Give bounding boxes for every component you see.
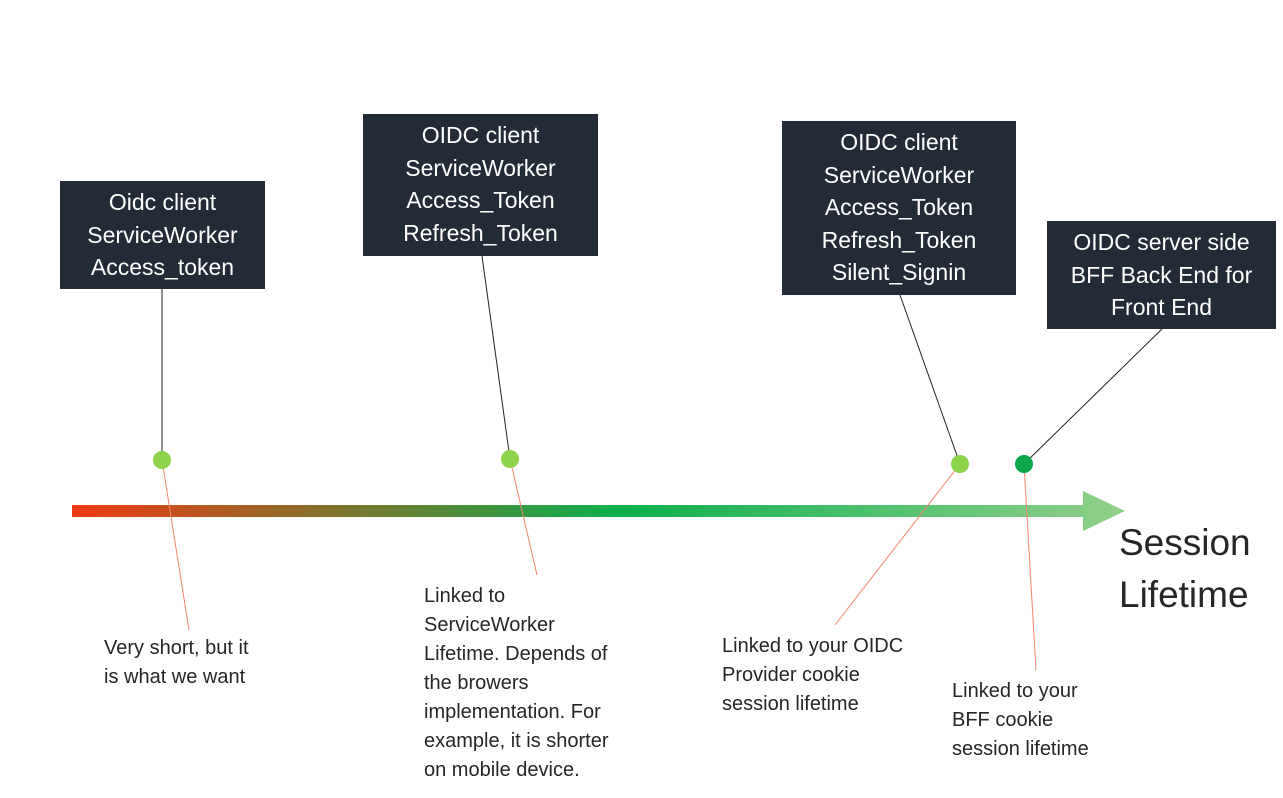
- box-line: Access_Token: [824, 194, 974, 220]
- timeline-dot-3: [951, 455, 969, 473]
- timeline-arrow-shaft: [72, 505, 1087, 517]
- box-line: Refresh_Token: [821, 226, 977, 253]
- box-line: ServiceWorker: [87, 221, 238, 248]
- timeline-arrow-head: [1083, 491, 1125, 531]
- box-line: Access_Token: [406, 187, 555, 213]
- note-line: is what we want: [104, 666, 246, 688]
- box-oidc-client-refresh-token: OIDC client ServiceWorker Access_Token R…: [363, 114, 598, 256]
- note-line: Linked to your: [952, 680, 1078, 702]
- box-line: ServiceWorker: [405, 154, 556, 181]
- note-line: on mobile device.: [424, 759, 580, 781]
- axis-title-line: Lifetime: [1119, 574, 1249, 615]
- callout-line-box-2: [481, 255, 511, 460]
- timeline-dot-1: [153, 451, 171, 469]
- note-very-short: Very short, but it is what we want: [104, 634, 249, 692]
- box-line: OIDC client: [840, 129, 958, 155]
- note-line: example, it is shorter: [424, 730, 609, 752]
- box-oidc-server-side-bff: OIDC server side BFF Back End for Front …: [1047, 221, 1276, 329]
- axis-title-line: Session: [1119, 522, 1251, 563]
- box-line: OIDC client: [421, 122, 540, 148]
- callout-line-note-3: [834, 463, 961, 626]
- callout-line-note-1: [161, 459, 190, 631]
- note-line: implementation. For: [424, 701, 601, 723]
- note-line: session lifetime: [952, 738, 1089, 760]
- note-oidc-provider-cookie: Linked to your OIDC Provider cookie sess…: [722, 632, 903, 719]
- note-serviceworker-lifetime: Linked to ServiceWorker Lifetime. Depend…: [424, 582, 609, 785]
- box-line: BFF Back End for: [1070, 261, 1253, 288]
- callout-line-box-4: [1023, 328, 1163, 465]
- note-line: ServiceWorker: [424, 614, 555, 636]
- timeline-dot-4: [1015, 455, 1033, 473]
- box-line: ServiceWorker: [823, 161, 975, 188]
- box-line: Refresh_Token: [403, 219, 558, 246]
- box-line: OIDC server side: [1073, 229, 1250, 255]
- axis-title: Session Lifetime: [1119, 517, 1251, 621]
- callout-line-note-2: [509, 458, 538, 576]
- note-line: session lifetime: [722, 693, 859, 715]
- callout-line-note-4: [1023, 463, 1037, 671]
- timeline-dot-2: [501, 450, 519, 468]
- note-line: Very short, but it: [104, 637, 249, 659]
- callout-line-box-3: [899, 294, 961, 465]
- box-line: Front End: [1111, 294, 1212, 320]
- note-line: Linked to your OIDC: [722, 635, 904, 657]
- note-line: Lifetime. Depends of: [424, 643, 608, 665]
- box-oidc-client-silent-signin: OIDC client ServiceWorker Access_Token R…: [782, 121, 1016, 295]
- box-oidc-client-access-token: Oidc client ServiceWorker Access_token: [60, 181, 265, 289]
- box-line: Silent_Signin: [831, 259, 967, 285]
- note-bff-cookie: Linked to your BFF cookie session lifeti…: [952, 677, 1089, 764]
- box-line: Access_token: [90, 254, 235, 280]
- box-line: Oidc client: [108, 189, 217, 215]
- note-line: BFF cookie: [952, 709, 1054, 731]
- note-line: Linked to: [424, 585, 506, 607]
- note-line: Provider cookie: [722, 664, 860, 686]
- note-line: the browers: [424, 672, 529, 694]
